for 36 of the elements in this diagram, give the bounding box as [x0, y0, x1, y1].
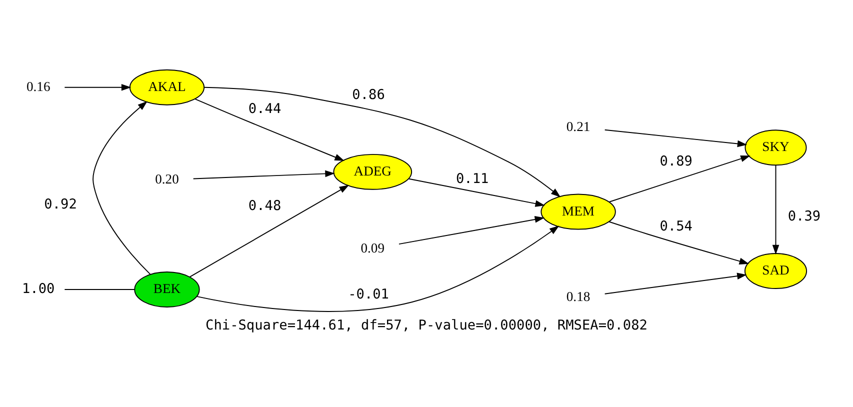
edge-label: -0.01	[348, 286, 390, 302]
arrow	[608, 221, 750, 264]
edge-label: 0.86	[352, 87, 385, 104]
edge-label: 0.44	[248, 100, 282, 117]
node-ellipse: SKY	[744, 130, 807, 166]
node-text: 1.00	[22, 281, 55, 298]
edge-label: 0.48	[248, 198, 282, 214]
arrow	[194, 98, 344, 161]
caption: Chi-Square=144.61, df=57, P-value=0.00000, RMSEA=0.082	[206, 318, 648, 334]
arrow	[64, 84, 132, 91]
node-text: 0.18	[566, 288, 590, 304]
arrow	[608, 155, 750, 202]
node-ellipse: BEK	[134, 272, 200, 308]
node-text: 0.21	[566, 118, 590, 134]
node-ellipse: AKAL	[129, 69, 205, 106]
node-ellipse: MEM	[540, 194, 616, 230]
edge-label: 0.39	[788, 208, 821, 224]
arrow	[92, 101, 151, 275]
edge-label: 0.89	[660, 153, 692, 170]
connector	[64, 289, 135, 290]
arrow	[772, 164, 780, 255]
node-text: 0.16	[26, 78, 50, 94]
edge-label: 0.92	[44, 196, 77, 213]
arrow	[204, 86, 561, 198]
arrow	[192, 170, 335, 180]
node-text: 0.20	[155, 171, 179, 186]
arrow	[196, 226, 560, 312]
edge-label: 0.11	[456, 170, 489, 187]
node-ellipse: SAD	[744, 253, 808, 289]
edge-label: 0.54	[660, 218, 692, 234]
arrow	[408, 178, 546, 207]
arrow	[189, 184, 350, 278]
arrow	[398, 216, 545, 245]
arrow	[604, 129, 748, 148]
node-text: 0.09	[360, 240, 385, 256]
arrow	[604, 272, 747, 294]
